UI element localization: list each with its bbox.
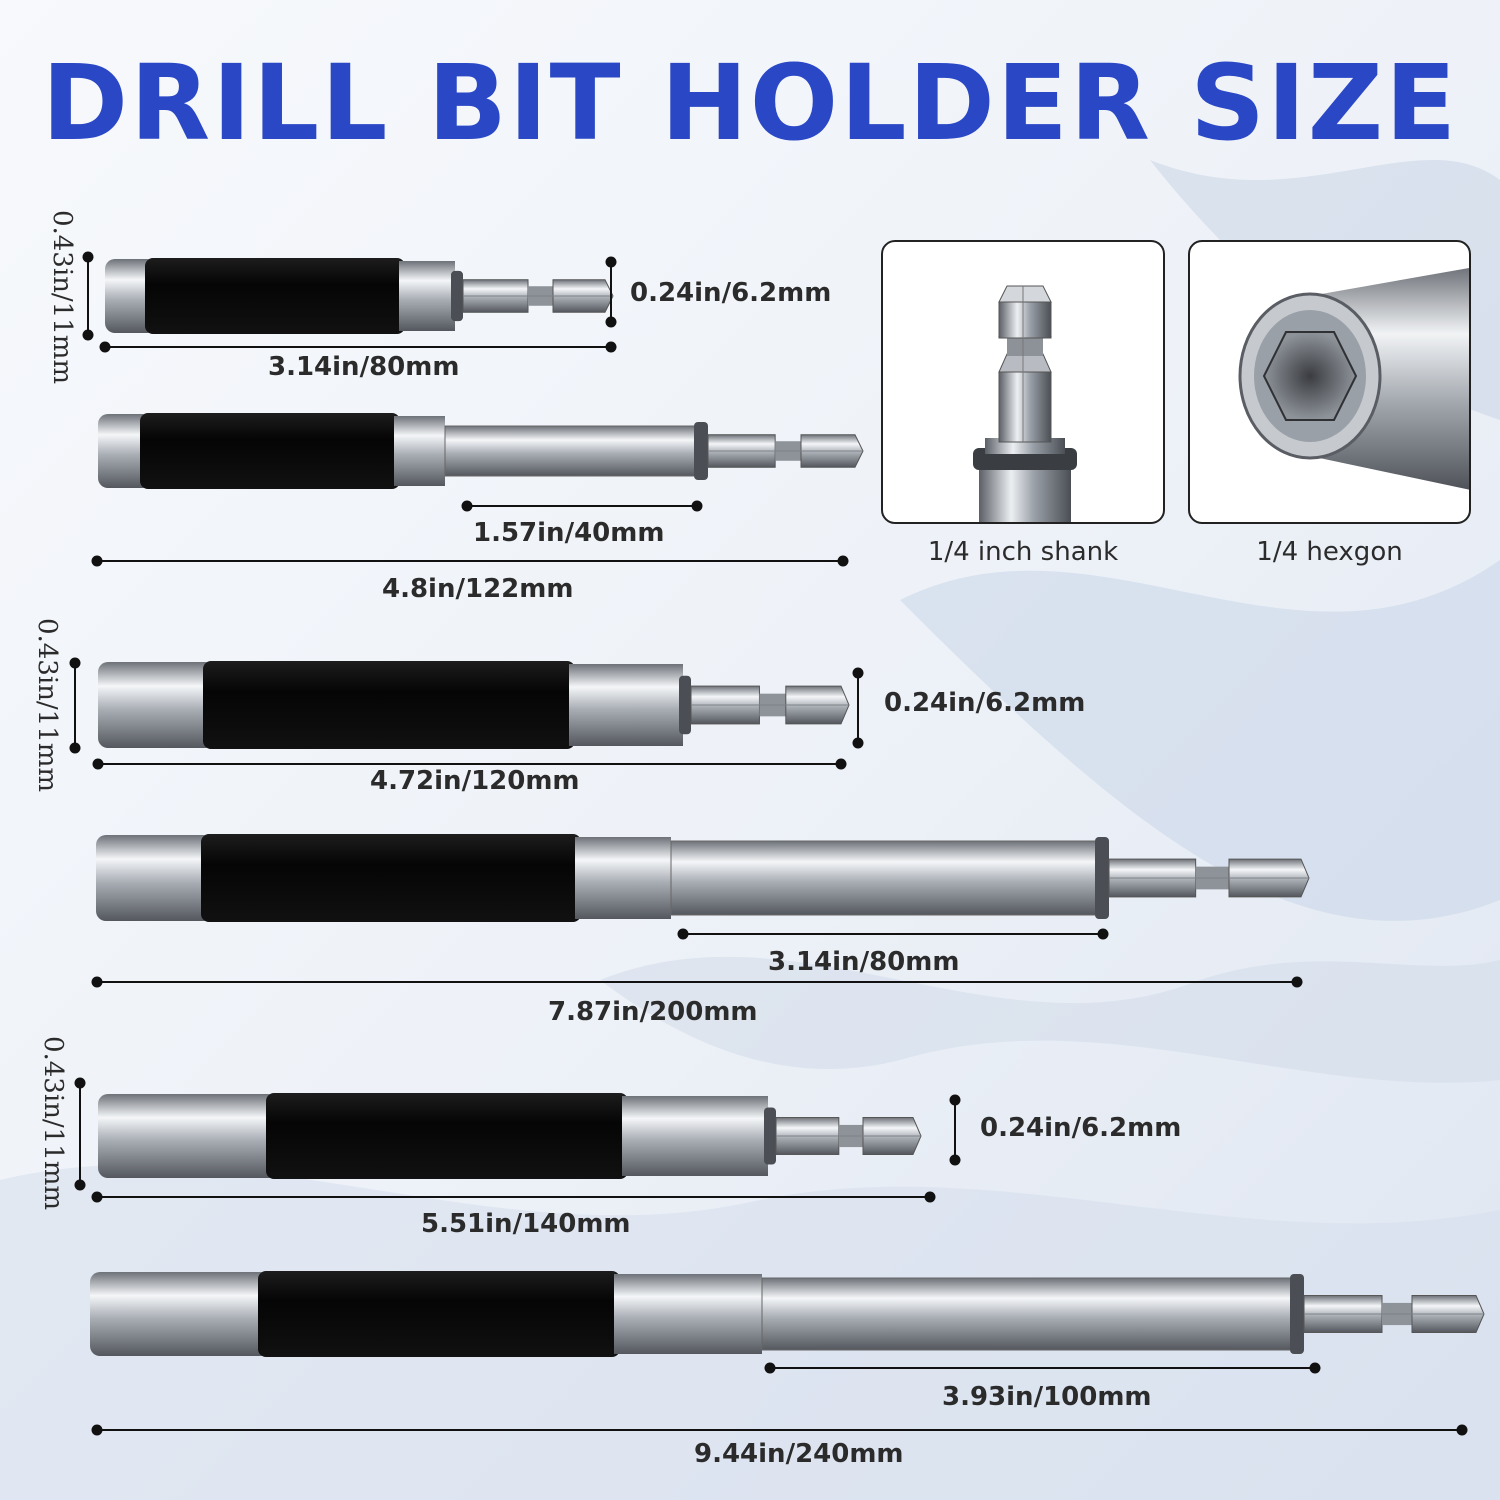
holder-3-hex-end-b — [852, 737, 864, 749]
holder-3-grip — [203, 661, 575, 749]
holder-1-diameter-end-a — [82, 251, 94, 263]
holder-4-extension-end-b — [1097, 928, 1109, 940]
holder-2-extension-label: 1.57in/40mm — [473, 518, 665, 548]
holder-2-shaft — [444, 425, 701, 477]
holder-4-shaft-ring — [1095, 837, 1109, 919]
holder-2-extension-end-b — [691, 500, 703, 512]
holder-1-length-label: 3.14in/80mm — [268, 352, 460, 382]
holder-4-length-end-b — [1291, 976, 1303, 988]
holder-2-collar — [394, 416, 445, 486]
holder-1-length-end-a — [99, 341, 111, 353]
holder-6-shaft — [761, 1277, 1297, 1351]
holder-1-diameter-label: 0.43in/11mm — [47, 209, 78, 385]
holder-5-ring — [764, 1107, 776, 1165]
holder-1-collar — [399, 261, 455, 331]
holder-6-sleeve — [90, 1272, 270, 1356]
holder-6-collar — [614, 1274, 762, 1354]
holder-3-diameter-label: 0.43in/11mm — [32, 617, 63, 793]
holder-3-sleeve — [98, 662, 215, 748]
holder-4-collar — [575, 837, 671, 919]
holder-4-extension-end-a — [677, 928, 689, 940]
holder-1-ring — [451, 270, 463, 322]
holder-1-hex-end-a — [605, 256, 617, 268]
holder-1-sleeve — [105, 259, 157, 333]
holder-5-grip — [266, 1093, 628, 1179]
holder-6-length-end-a — [91, 1424, 103, 1436]
holder-6-extension-label: 3.93in/100mm — [942, 1382, 1152, 1412]
hex-shank-closeup-icon — [973, 285, 1077, 522]
holder-3-diameter-end-a — [69, 657, 81, 669]
holder-3-ring — [679, 675, 691, 735]
holder-5-collar — [622, 1096, 768, 1176]
holder-4-sleeve — [96, 835, 213, 921]
holder-3-diameter-end-b — [69, 742, 81, 754]
holder-4-grip — [201, 834, 581, 922]
holder-3-hex-end-a — [852, 667, 864, 679]
holder-6-extension-end-a — [764, 1362, 776, 1374]
holder-5-diameter-label: 0.43in/11mm — [38, 1035, 69, 1211]
holder-2-length-end-b — [837, 555, 849, 567]
holder-6-extension-end-b — [1309, 1362, 1321, 1374]
holder-1-hex-end-b — [605, 316, 617, 328]
holder-1-grip — [145, 258, 405, 334]
holder-4-length-end-a — [91, 976, 103, 988]
holder-2-sleeve — [98, 414, 152, 488]
holder-5-hex-end-a — [949, 1094, 961, 1106]
holder-4-length-label: 7.87in/200mm — [548, 997, 758, 1027]
page-title: DRILL BIT HOLDER SIZE — [41, 42, 1459, 164]
holder-3-collar — [569, 664, 683, 746]
holder-2-length-label: 4.8in/122mm — [382, 574, 574, 604]
holder-5-hex-end-b — [949, 1154, 961, 1166]
holder-5-hex-label: 0.24in/6.2mm — [980, 1113, 1182, 1143]
holder-5-diameter-end-a — [74, 1077, 86, 1089]
holder-1-diameter-end-b — [82, 329, 94, 341]
holder-1-length-end-b — [605, 341, 617, 353]
hexgon-closeup-panel — [1188, 240, 1471, 524]
hexgon-caption: 1/4 hexgon — [1256, 537, 1403, 567]
holder-2-shaft-ring — [694, 422, 708, 480]
holder-6-grip — [258, 1271, 620, 1357]
holder-5-length-label: 5.51in/140mm — [421, 1209, 631, 1239]
holder-5-length-end-a — [91, 1191, 103, 1203]
holder-2-grip — [140, 413, 400, 489]
holder-6-length-label: 9.44in/240mm — [694, 1439, 904, 1469]
holder-4-shaft — [670, 840, 1102, 916]
holder-2-extension-end-a — [461, 500, 473, 512]
holder-5-length-end-b — [924, 1191, 936, 1203]
holder-3-length-end-a — [92, 758, 104, 770]
holder-5-diameter-end-b — [74, 1179, 86, 1191]
holder-1-hex-label: 0.24in/6.2mm — [630, 278, 832, 308]
holder-6-length-end-b — [1456, 1424, 1468, 1436]
shank-caption: 1/4 inch shank — [927, 537, 1119, 567]
holder-2-length-end-a — [91, 555, 103, 567]
hex-socket-closeup-icon — [1238, 267, 1469, 490]
shank-closeup-panel — [881, 240, 1165, 524]
holder-3-length-label: 4.72in/120mm — [370, 766, 580, 796]
holder-5-sleeve — [98, 1094, 278, 1178]
holder-4-extension-label: 3.14in/80mm — [768, 947, 960, 977]
holder-6-shaft-ring — [1290, 1274, 1304, 1354]
holder-3-hex-label: 0.24in/6.2mm — [884, 688, 1086, 718]
holder-3-length-end-b — [835, 758, 847, 770]
